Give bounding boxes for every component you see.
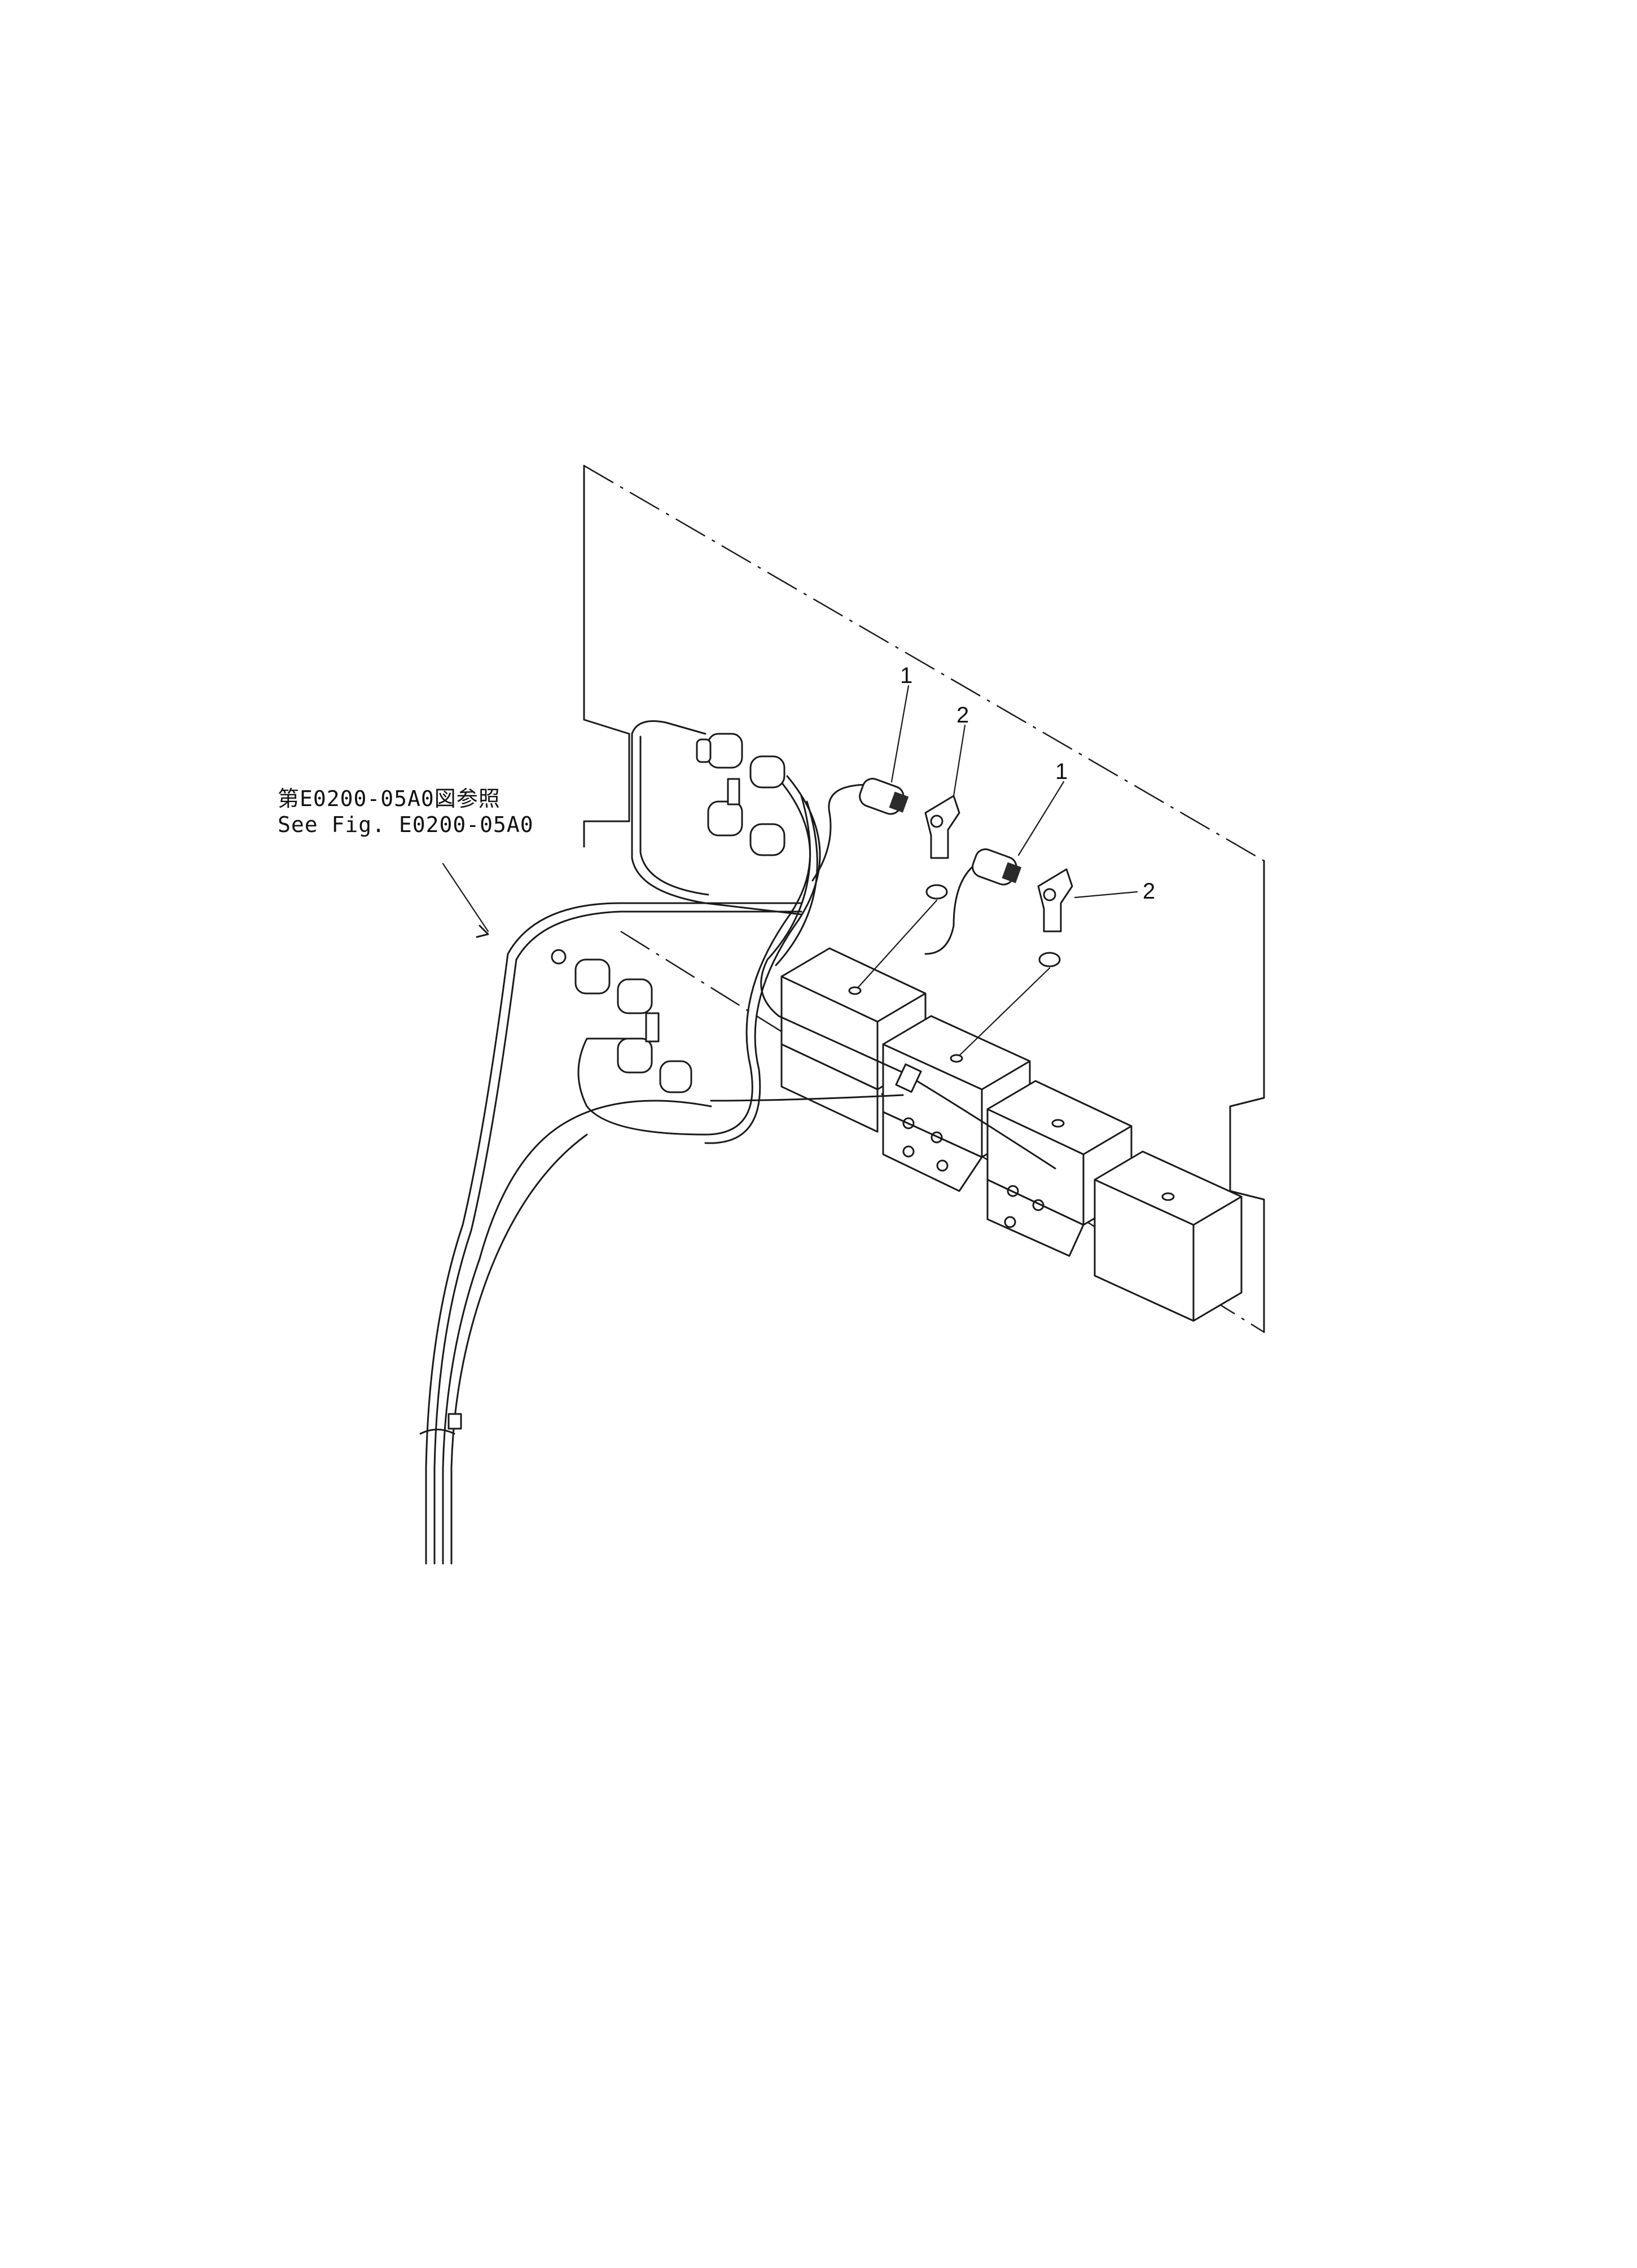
- connector-u4: [749, 823, 785, 856]
- callout-2b: 2: [1143, 879, 1155, 904]
- connector-u3: [707, 800, 743, 837]
- callout-1a: 1: [900, 663, 912, 688]
- connectors-lower: [551, 949, 692, 1093]
- reference-note-english: See Fig. E0200-05A0: [278, 812, 534, 837]
- connector-u2: [749, 755, 785, 789]
- block-bases: [780, 1043, 1085, 1257]
- hose-harness: [425, 720, 1056, 1565]
- pressure-switch-1b: [972, 848, 1022, 886]
- pressure-switch-1a: [859, 778, 909, 815]
- valve-block-4: [1094, 1150, 1243, 1322]
- connector-l3: [617, 1037, 653, 1074]
- connector-l2: [617, 978, 653, 1014]
- callout-2a: 2: [956, 703, 969, 728]
- connector-l1: [574, 958, 611, 995]
- elbow-2b: [1037, 868, 1073, 967]
- connector-l4: [659, 1060, 692, 1093]
- reference-note-japanese: 第E0200-05A0図参照: [278, 786, 501, 811]
- callout-1b: 1: [1055, 759, 1068, 784]
- leader-lines: [442, 685, 1138, 938]
- clamps: [419, 1063, 922, 1435]
- connector-u1: [696, 733, 743, 769]
- connectors-upper: [696, 733, 785, 856]
- figure-reference-note: 第E0200-05A0図参照 See Fig. E0200-05A0: [278, 786, 534, 838]
- elbow-2a: [924, 795, 960, 900]
